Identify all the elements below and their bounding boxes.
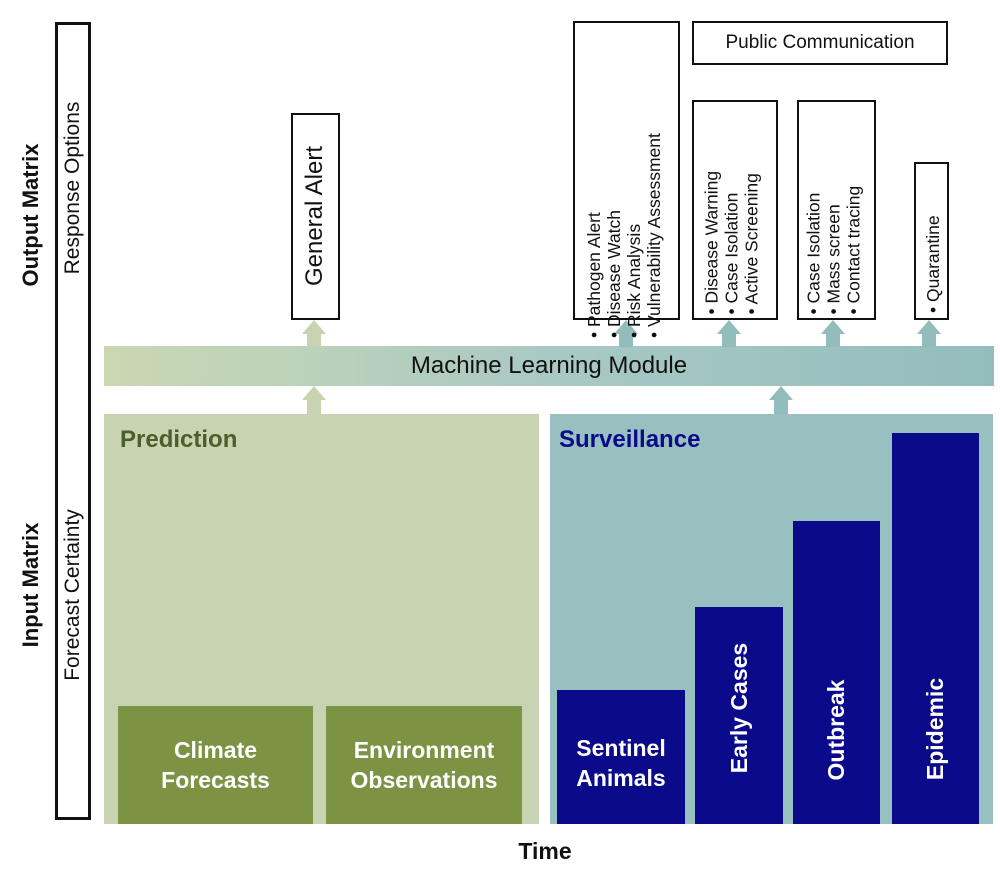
arrow-surveillance-to-ml — [769, 386, 793, 415]
ml-module-band — [104, 346, 994, 386]
epidemic-label: Epidemic — [922, 677, 948, 781]
arrow-ml-to-box3 — [821, 320, 845, 347]
response-box-pathogen-alert — [573, 21, 680, 320]
epidemic-box — [892, 433, 979, 824]
climate-forecasts-box: Climate Forecasts — [118, 706, 313, 824]
early-cases-label: Early Cases — [726, 642, 752, 774]
arrow-ml-to-box1 — [614, 320, 638, 347]
response-box-quarantine — [914, 162, 949, 320]
response-box-disease-warning — [692, 100, 778, 320]
response-list-3: • Case Isolation • Mass screen • Contact… — [804, 110, 868, 315]
list-item: • Case Isolation — [721, 192, 742, 315]
response-list-2: • Disease Warning • Case Isolation • Act… — [702, 110, 766, 315]
surveillance-title: Surveillance — [559, 426, 701, 453]
ml-module-label: Machine Learning Module — [410, 352, 688, 379]
list-item: • Vulnerability Assessment — [644, 133, 664, 338]
response-list-1: • Pathogen Alert • Disease Watch • Risk … — [584, 48, 668, 338]
list-item: • Mass screen — [823, 204, 844, 315]
prediction-title: Prediction — [120, 426, 238, 453]
outbreak-label: Outbreak — [823, 679, 849, 781]
sentinel-animals-box — [557, 690, 685, 824]
list-item: • Active Screening — [741, 173, 762, 315]
general-alert-label: General Alert — [301, 145, 328, 287]
list-item: • Risk Analysis — [624, 223, 644, 338]
list-item: • Case Isolation — [803, 192, 824, 315]
list-item: • Quarantine — [923, 215, 943, 313]
environment-observations-box: Environment Observations — [326, 706, 522, 824]
early-cases-box — [695, 607, 783, 824]
general-alert-box — [291, 113, 340, 320]
list-item: • Disease Watch — [604, 209, 624, 338]
time-axis-label: Time — [518, 838, 572, 864]
arrow-ml-to-box4 — [917, 320, 941, 347]
list-item: • Disease Warning — [701, 170, 722, 315]
list-item: • Contact tracing — [843, 185, 864, 315]
arrow-ml-to-general-alert — [302, 320, 326, 347]
arrow-prediction-to-ml — [302, 386, 326, 415]
public-communication-box: Public Communication — [692, 21, 948, 65]
arrow-ml-to-box2 — [717, 320, 741, 347]
certainty-axis-box — [55, 22, 91, 820]
list-item: • Pathogen Alert — [584, 212, 604, 338]
outbreak-box — [793, 521, 880, 824]
sentinel-animals-label: Sentinel Animals — [576, 735, 666, 791]
response-box-case-isolation — [797, 100, 876, 320]
response-list-4: • Quarantine — [923, 173, 945, 313]
